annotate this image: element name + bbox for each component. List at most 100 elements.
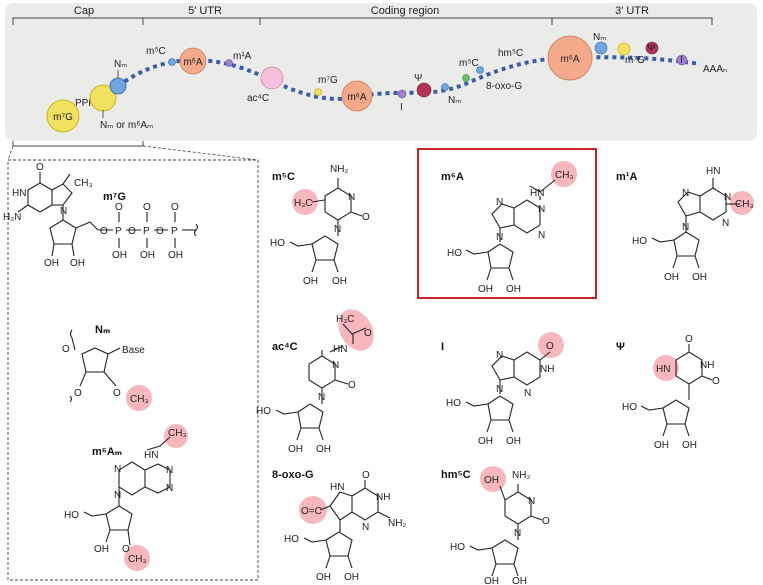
strand-m6a-3-node — [547, 35, 593, 81]
inosine-n1: N — [524, 388, 531, 399]
strand-i-3-label: I — [680, 55, 683, 66]
m5c-ho: HO — [270, 238, 285, 249]
m6am-ch3: CH₃ — [168, 428, 187, 439]
hm5c-oh2: OH — [512, 576, 527, 585]
ac4c-oh1: OH — [288, 444, 303, 455]
m5c-h3c: H₃C — [294, 198, 313, 209]
m6am-n2: N — [166, 483, 173, 494]
hm5c-oh: OH — [484, 475, 499, 486]
m6am-hn: HN — [144, 450, 158, 461]
m7g-ch3: CH₃ — [74, 178, 93, 189]
strand-psi-node — [416, 82, 432, 98]
m7g-structure: m⁷G O HN H₂N CH₃ N OH OH P P P OH OH OH … — [3, 162, 199, 269]
psi-structure: Ψ O HN NH O HO OH OH — [616, 334, 720, 451]
m5c-title: m⁵C — [272, 171, 295, 183]
strand-m6a-2-label: m⁶A — [347, 92, 366, 103]
psi-o-top: O — [685, 334, 693, 345]
m6a-ch3: CH₃ — [555, 170, 574, 181]
psi-ho: HO — [622, 402, 637, 413]
m5c-highlight — [292, 189, 318, 215]
strand-m5c-2-node — [476, 66, 484, 74]
inosine-highlight — [538, 332, 564, 358]
m7g-p3-oh: OH — [168, 250, 183, 261]
inosine-n3: N — [496, 384, 503, 395]
inosine-ho: HO — [446, 398, 461, 409]
m7g-title: m⁷G — [103, 191, 126, 203]
ac4c-h3c: H₃C — [336, 314, 355, 325]
strand-m7g-3-node — [617, 42, 631, 56]
oxog-nh: NH — [376, 492, 390, 503]
m1a-oh1: OH — [664, 272, 679, 283]
m7g-o-link3: O — [156, 226, 164, 237]
hm5c-structure: hm⁵C OH NH₂ N N O HO OH OH — [441, 466, 550, 585]
strand-i-3-node — [676, 54, 688, 66]
m6a-n2: N — [538, 230, 545, 241]
ac4c-highlight — [338, 309, 374, 351]
strand-psi-3-label: Ψ — [647, 43, 655, 54]
m6a-oh1: OH — [478, 284, 493, 295]
strand-m6a-1-node — [179, 47, 207, 75]
cap-m7g-node — [46, 99, 80, 133]
ac4c-ho: HO — [256, 406, 271, 417]
m7g-p2-oh: OH — [140, 250, 155, 261]
cap-nm-node — [109, 77, 127, 95]
m6am-n3: N — [114, 464, 121, 475]
m1a-hn: HN — [706, 166, 720, 177]
ac4c-oh2: OH — [316, 444, 331, 455]
m6am-ho: HO — [64, 510, 79, 521]
region-3utr: 3′ UTR — [615, 5, 649, 17]
oxog-oh2: OH — [344, 572, 359, 583]
m6a-oh2: OH — [506, 284, 521, 295]
m6am-title: m⁶Aₘ — [92, 446, 122, 458]
m5c-oh1: OH — [303, 276, 318, 287]
oxog-n: N — [362, 522, 369, 533]
m6a-n4: N — [496, 232, 503, 243]
strand-nm-3-node — [594, 41, 608, 55]
strand-ac4c-node — [260, 66, 284, 90]
m5c-n2: N — [334, 224, 341, 235]
psi-highlight — [653, 355, 679, 381]
strand-nm-3-label: Nₘ — [593, 32, 606, 43]
ac4c-o-top: O — [364, 328, 372, 339]
cap-nm-label: Nₘ — [114, 59, 127, 70]
ac4c-title: ac⁴C — [272, 341, 298, 353]
m5c-o: O — [362, 212, 370, 223]
inosine-oh2: OH — [506, 436, 521, 447]
m1a-ch3: CH₃ — [735, 199, 754, 210]
m6a-n1: N — [538, 204, 545, 215]
expand-line-right — [142, 145, 259, 161]
m7g-p3: P — [171, 226, 178, 237]
m6am-o: O — [122, 544, 130, 555]
inosine-n2: N — [496, 350, 503, 361]
nm-ch3: CH₃ — [130, 394, 149, 405]
hm5c-highlight — [480, 466, 506, 492]
hm5c-n1: N — [528, 496, 535, 507]
m7g-nh: HN — [12, 188, 26, 199]
ac4c-structure: ac⁴C H₃C O HN N N O HO OH OH — [256, 309, 374, 455]
m1a-title: m¹A — [616, 171, 637, 183]
strand-m7g-3-label: m⁷G — [625, 55, 645, 66]
strand-nm-int-label: Nₘ — [448, 95, 461, 106]
m6am-highlight-top — [164, 424, 188, 448]
oxog-eq-o: O=C — [301, 506, 322, 517]
hm5c-oh1: OH — [484, 576, 499, 585]
strand-m1a-label: m¹A — [233, 51, 252, 62]
oxog-title: 8-oxo-G — [272, 469, 314, 481]
strand-psi-3-node — [645, 41, 659, 55]
cap-nm-or-m6am-label: Nₘ or m⁶Aₘ — [100, 120, 153, 131]
strand-i-label: I — [400, 102, 403, 113]
nm-o-left: O — [74, 388, 82, 399]
m7g-p2: P — [143, 226, 150, 237]
oxog-o-top: O — [362, 470, 370, 481]
m7g-o-link1: O — [100, 226, 108, 237]
m7g-oh2: OH — [70, 258, 85, 269]
m7g-p1-o: O — [115, 202, 123, 213]
inosine-title: I — [441, 341, 444, 353]
region-coding: Coding region — [371, 5, 440, 17]
strand-m6a-1-label: m⁶A — [183, 57, 202, 68]
cap-detail-box — [7, 159, 259, 581]
oxog-highlight — [299, 496, 327, 524]
inosine-structure: I O NH N N N HO OH OH — [441, 332, 564, 447]
m5c-oh2: OH — [332, 276, 347, 287]
strand-m5c-1-node — [168, 58, 176, 66]
